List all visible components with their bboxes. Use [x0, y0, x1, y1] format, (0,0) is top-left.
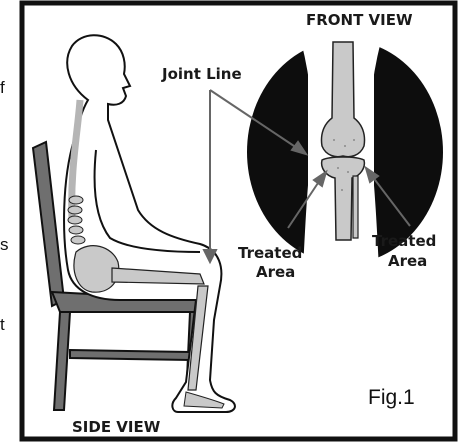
joint-line-label: Joint Line [161, 65, 242, 83]
front-view-label: FRONT VIEW [306, 11, 413, 29]
treated-area-right-line2: Area [388, 252, 427, 270]
side-view-label: SIDE VIEW [72, 418, 161, 436]
edge-fragment-3: t [0, 315, 5, 334]
edge-fragment-1: f [0, 78, 5, 97]
treated-area-right-line1: Treated [372, 232, 436, 250]
treated-area-left-line1: Treated [238, 244, 302, 262]
edge-fragment-2: s [0, 235, 9, 254]
fibula-bone [353, 176, 358, 238]
treated-area-left-line2: Area [256, 263, 295, 281]
figure-number: Fig.1 [368, 386, 415, 409]
